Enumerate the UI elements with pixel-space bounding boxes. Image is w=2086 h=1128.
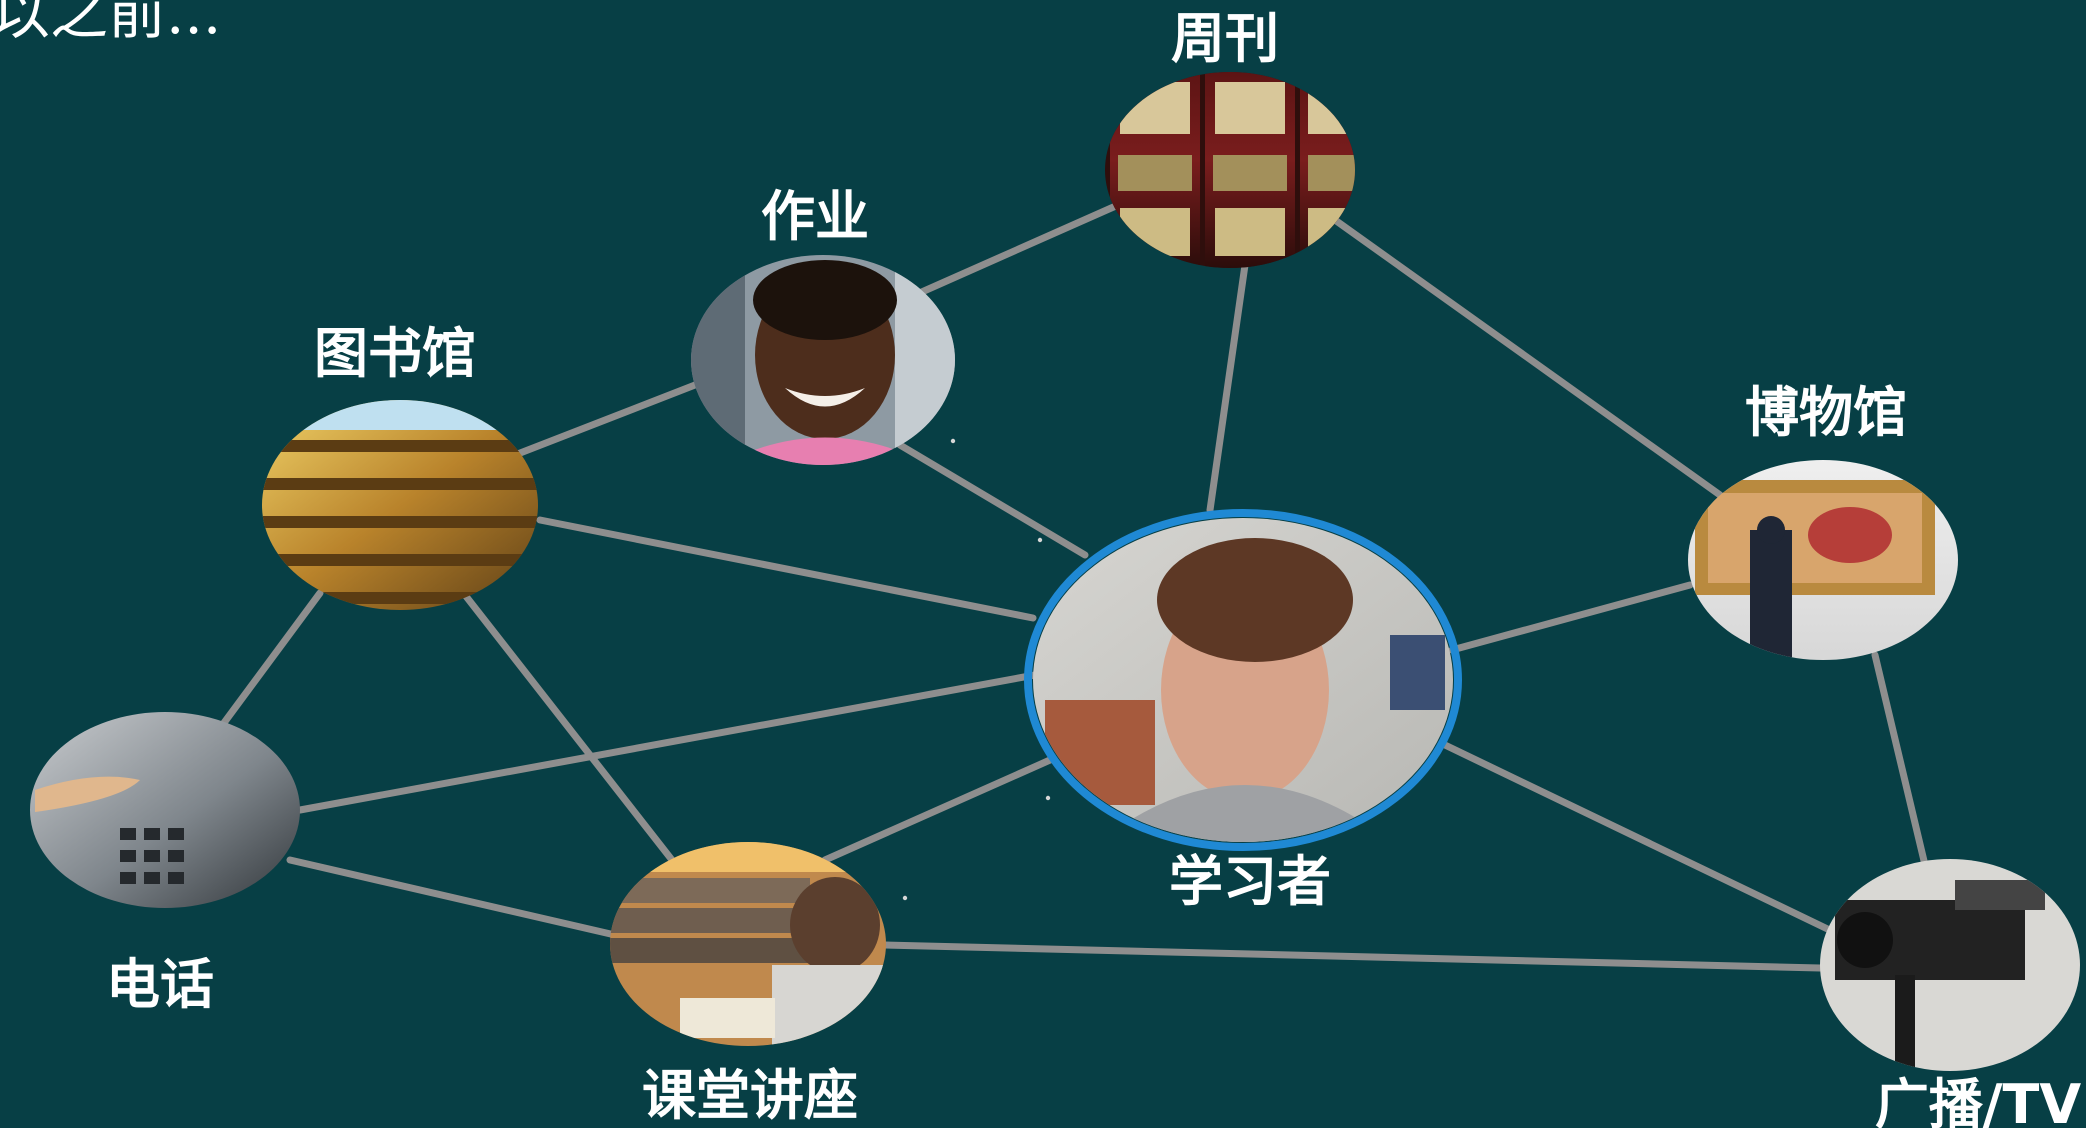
edge-phone-learner: [296, 671, 1039, 814]
edge-phone-lecture: [286, 856, 619, 939]
node-museum: 博物馆: [1688, 381, 1958, 660]
node-tv: 广播/TV: [1820, 859, 2082, 1128]
edge-library-learner: [536, 516, 1037, 622]
learner-photo: [1033, 518, 1453, 842]
network-edges: [211, 201, 1929, 972]
edge-library-lecture: [461, 591, 676, 864]
edge-library-zuoye: [511, 381, 699, 459]
law-books-photo: [1105, 72, 1355, 268]
library-stacks-photo: [262, 400, 538, 610]
node-zuoye: 作业: [691, 185, 955, 465]
node-lecture: 课堂讲座: [610, 842, 886, 1127]
node-zhoukan: 周刊: [1105, 7, 1355, 268]
decorative-dots: [902, 438, 1051, 901]
museum-painting-photo: [1688, 460, 1958, 660]
node-library: 图书馆: [262, 322, 538, 610]
node-label-zhoukan: 周刊: [1171, 7, 1279, 70]
learner-ring: [1024, 509, 1462, 851]
node-label-library: 图书馆: [314, 322, 476, 385]
node-label-museum: 博物馆: [1745, 381, 1907, 444]
edge-zuoye-learner: [896, 441, 1089, 559]
telephone-keypad-photo: [30, 712, 300, 908]
corner-text: 以之前...: [0, 0, 222, 47]
edge-learner-museum: [1448, 581, 1694, 654]
node-label-tv: 广播/TV: [1875, 1073, 2082, 1128]
edge-learner-tv: [1441, 741, 1844, 939]
edge-lecture-learner: [821, 756, 1054, 864]
edge-lecture-tv: [881, 941, 1824, 972]
node-label-learner: 学习者: [1169, 850, 1331, 913]
node-label-zuoye: 作业: [761, 185, 869, 248]
node-learner: 学习者: [1024, 509, 1462, 913]
edge-museum-tv: [1871, 651, 1929, 869]
smiling-student-photo: [691, 255, 955, 465]
edge-zhoukan-learner: [1206, 261, 1249, 514]
edge-zuoye-zhoukan: [911, 201, 1122, 299]
node-label-lecture: 课堂讲座: [642, 1064, 858, 1127]
tv-camera-photo: [1820, 859, 2080, 1071]
edge-library-phone: [211, 589, 324, 739]
node-label-phone: 电话: [106, 953, 214, 1016]
edge-zhoukan-museum: [1331, 216, 1724, 499]
node-phone: 电话: [30, 712, 300, 1016]
lecture-hall-photo: [610, 842, 886, 1046]
